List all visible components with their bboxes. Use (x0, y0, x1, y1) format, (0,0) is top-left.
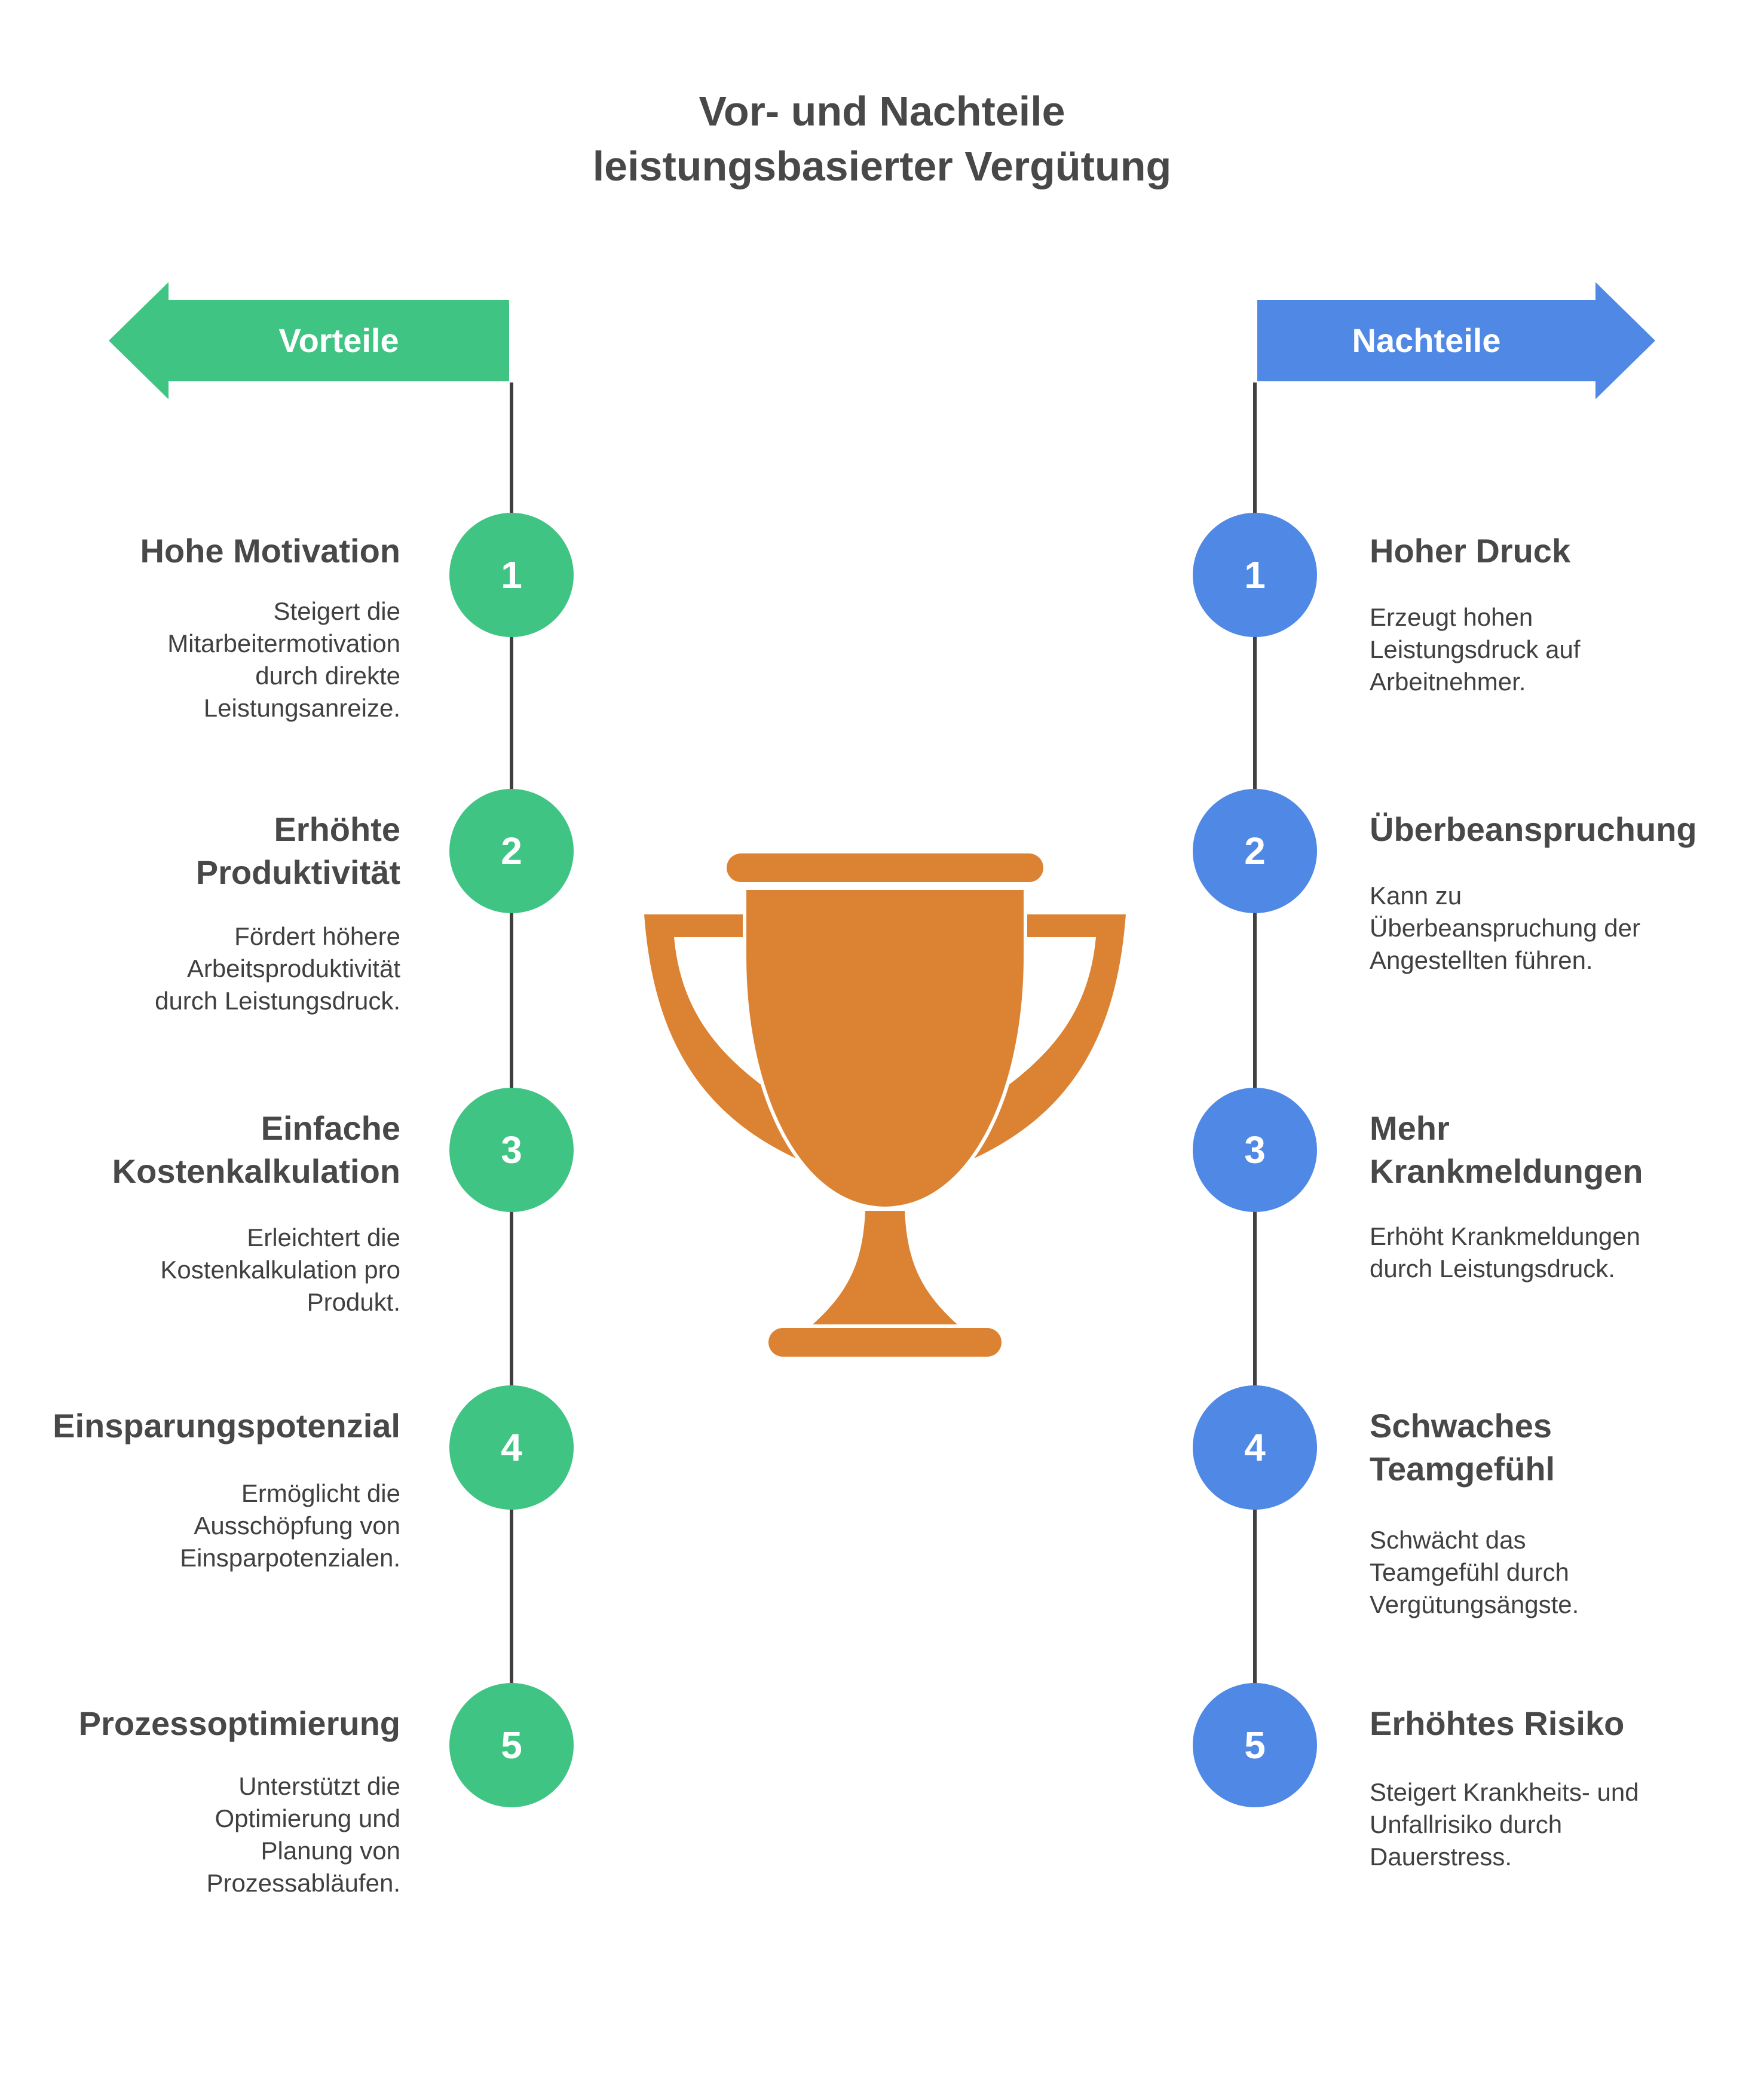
cons-item-1-title: Hoher Druck (1370, 530, 1570, 573)
cons-item-4-desc-line-3: Vergütungsängste. (1370, 1590, 1579, 1618)
cons-number-5: 5 (1193, 1683, 1317, 1807)
pros-item-3-desc-line-3: Produkt. (307, 1288, 400, 1316)
pros-item-3-desc-line-2: Kostenkalkulation pro (160, 1256, 400, 1284)
cons-item-4-desc-line-1: Schwächt das (1370, 1526, 1526, 1554)
cons-item-1-desc-line-2: Leistungsdruck auf (1370, 635, 1581, 663)
cons-item-4-title-line-1: Schwaches (1370, 1407, 1552, 1445)
cons-number-3: 3 (1193, 1088, 1317, 1212)
pros-item-1-title-line-1: Hohe Motivation (140, 532, 400, 570)
cons-item-1-desc: Erzeugt hohen Leistungsdruck auf Arbeitn… (1370, 601, 1581, 698)
cons-item-1-desc-line-1: Erzeugt hohen (1370, 603, 1533, 631)
cons-item-3-desc: Erhöht Krankmeldungen durch Leistungsdru… (1370, 1220, 1640, 1285)
pros-number-4: 4 (449, 1385, 574, 1510)
pros-item-5-desc-line-1: Unterstützt die (238, 1772, 400, 1800)
pros-number-2: 2 (449, 789, 574, 913)
pros-item-4-title: Einsparungspotenzial (53, 1404, 400, 1448)
pros-item-2-desc-line-2: Arbeitsproduktivität (186, 954, 400, 983)
page-title: Vor- und Nachteile leistungsbasierter Ve… (0, 84, 1764, 194)
cons-item-2-desc: Kann zu Überbeanspruchung der Angestellt… (1370, 880, 1640, 977)
pros-number-5: 5 (449, 1683, 574, 1807)
cons-item-3-desc-line-1: Erhöht Krankmeldungen (1370, 1222, 1640, 1250)
pros-item-5-title: Prozessoptimierung (79, 1702, 400, 1745)
pros-item-5-desc-line-4: Prozessabläufen. (206, 1869, 400, 1897)
cons-item-1-desc-line-3: Arbeitnehmer. (1370, 668, 1526, 696)
pros-item-2-title: Erhöhte Produktivität (196, 808, 400, 894)
pros-item-3-title: Einfache Kostenkalkulation (112, 1107, 400, 1193)
cons-item-4-title: Schwaches Teamgefühl (1370, 1404, 1555, 1491)
cons-number-1: 1 (1193, 513, 1317, 637)
pros-item-1-title: Hohe Motivation (140, 530, 400, 573)
pros-item-4-desc-line-3: Einsparpotenzialen. (180, 1544, 400, 1572)
cons-item-1-title-line-1: Hoher Druck (1370, 532, 1571, 570)
pros-number-3: 3 (449, 1088, 574, 1212)
pros-item-4-desc: Ermöglicht die Ausschöpfung von Einsparp… (180, 1477, 400, 1574)
pros-item-1-desc: Steigert die Mitarbeitermotivation durch… (167, 595, 400, 724)
trophy-icon (644, 853, 1126, 1357)
pros-item-3-desc-line-1: Erleichtert die (247, 1223, 400, 1251)
title-line-1: Vor- und Nachteile (699, 88, 1065, 134)
cons-number-4: 4 (1193, 1385, 1317, 1510)
cons-item-4-desc-line-2: Teamgefühl durch (1370, 1558, 1569, 1586)
pros-item-1-desc-line-4: Leistungsanreize. (203, 694, 400, 722)
pros-item-3-title-line-2: Kostenkalkulation (112, 1152, 400, 1190)
cons-item-2-title: Überbeanspruchung (1370, 808, 1697, 851)
pros-item-2-desc: Fördert höhere Arbeitsproduktivität durc… (155, 920, 400, 1017)
cons-item-3-title: Mehr Krankmeldungen (1370, 1107, 1643, 1193)
cons-item-2-desc-line-1: Kann zu (1370, 882, 1462, 910)
title-line-2: leistungsbasierter Vergütung (592, 143, 1172, 189)
cons-item-5-desc: Steigert Krankheits- und Unfallrisiko du… (1370, 1776, 1639, 1873)
pros-item-1-desc-line-3: durch direkte (255, 662, 400, 690)
pros-item-4-desc-line-1: Ermöglicht die (241, 1479, 400, 1507)
pros-item-4-title-line-1: Einsparungspotenzial (53, 1407, 400, 1445)
pros-item-4-desc-line-2: Ausschöpfung von (194, 1511, 400, 1540)
pros-item-5-desc-line-3: Planung von (261, 1837, 400, 1865)
cons-item-3-title-line-2: Krankmeldungen (1370, 1152, 1643, 1190)
pros-item-2-title-line-1: Erhöhte (274, 810, 400, 848)
cons-number-2: 2 (1193, 789, 1317, 913)
pros-item-3-title-line-1: Einfache (261, 1109, 400, 1147)
cons-item-2-desc-line-3: Angestellten führen. (1370, 946, 1593, 974)
cons-item-5-title: Erhöhtes Risiko (1370, 1702, 1624, 1745)
pros-item-2-desc-line-1: Fördert höhere (234, 922, 400, 950)
cons-item-5-desc-line-1: Steigert Krankheits- und (1370, 1778, 1639, 1806)
pros-arrow-banner (109, 282, 509, 399)
pros-item-3-desc: Erleichtert die Kostenkalkulation pro Pr… (160, 1222, 400, 1318)
pros-item-1-desc-line-2: Mitarbeitermotivation (167, 629, 400, 657)
pros-item-2-title-line-2: Produktivität (195, 853, 400, 891)
cons-item-5-desc-line-2: Unfallrisiko durch (1370, 1810, 1563, 1838)
cons-arrow-banner (1257, 282, 1655, 399)
pros-item-1-desc-line-1: Steigert die (273, 597, 400, 625)
cons-item-4-desc: Schwächt das Teamgefühl durch Vergütungs… (1370, 1524, 1579, 1621)
cons-item-3-desc-line-2: durch Leistungsdruck. (1370, 1254, 1615, 1283)
cons-item-2-title-line-1: Überbeanspruchung (1370, 810, 1697, 848)
cons-item-5-title-line-1: Erhöhtes Risiko (1370, 1705, 1625, 1742)
pros-item-5-desc-line-2: Optimierung und (215, 1804, 400, 1832)
pros-item-5-desc: Unterstützt die Optimierung und Planung … (206, 1770, 400, 1899)
pros-item-5-title-line-1: Prozessoptimierung (78, 1705, 400, 1742)
pros-label: Vorteile (278, 322, 399, 359)
pros-number-1: 1 (449, 513, 574, 637)
pros-item-2-desc-line-3: durch Leistungsdruck. (155, 987, 400, 1015)
cons-label: Nachteile (1352, 322, 1501, 359)
cons-item-3-title-line-1: Mehr (1370, 1109, 1450, 1147)
cons-item-5-desc-line-3: Dauerstress. (1370, 1843, 1512, 1871)
cons-item-4-title-line-2: Teamgefühl (1370, 1450, 1555, 1488)
cons-item-2-desc-line-2: Überbeanspruchung der (1370, 914, 1640, 942)
